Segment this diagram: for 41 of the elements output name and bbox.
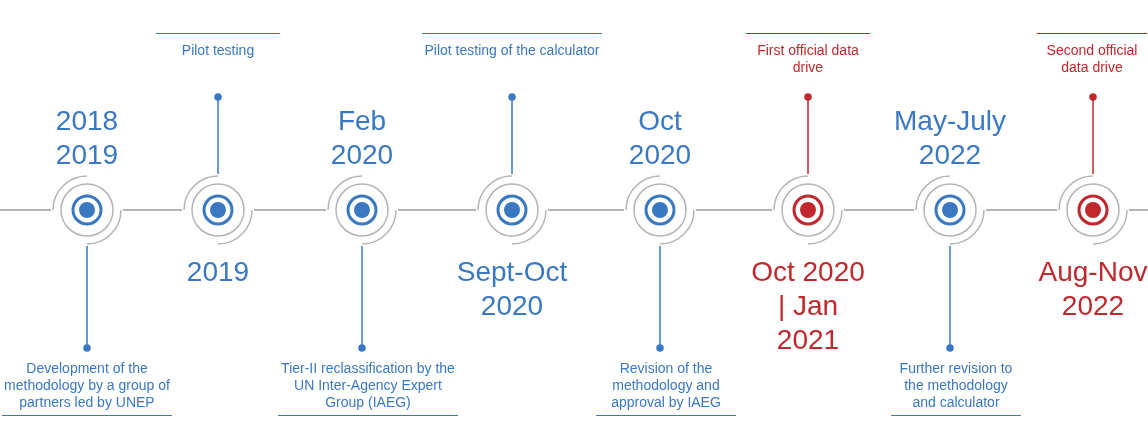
timeline-marker	[914, 174, 986, 246]
leader-line	[1089, 93, 1097, 175]
timeline-marker	[182, 174, 254, 246]
timeline-marker	[624, 174, 696, 246]
milestone-text: Further revision to the methodology and calculator	[891, 348, 1021, 416]
timeline-line	[843, 209, 915, 211]
timeline-line	[547, 209, 625, 211]
timeline-marker	[51, 174, 123, 246]
milestone-text: Development of the methodology by a group of partners led by UNEP	[2, 348, 172, 416]
timeline-line	[253, 209, 327, 211]
timeline-line	[0, 209, 52, 211]
milestone-text: Tier-II reclassification by the UN Inter-Agency Expert Group (IAEG)	[278, 348, 458, 416]
leader-line	[804, 93, 812, 175]
date-label: Oct 2020 | Jan 2021	[750, 255, 866, 357]
date-label: 2019	[185, 255, 251, 289]
timeline-line	[695, 209, 773, 211]
timeline-line	[985, 209, 1058, 211]
milestone-text: Revision of the methodology and approval by IAEG	[596, 348, 736, 416]
timeline-line	[397, 209, 477, 211]
date-label: Aug-Nov 2022	[1037, 255, 1148, 323]
leader-line	[946, 245, 954, 352]
milestone-text: Pilot testing	[156, 33, 280, 97]
date-label: Oct 2020	[627, 104, 693, 172]
leader-line	[508, 93, 516, 175]
date-label: Feb 2020	[329, 104, 395, 172]
date-label: May-July 2022	[893, 104, 1007, 172]
date-label: Sept-Oct 2020	[455, 255, 569, 323]
leader-line	[656, 245, 664, 352]
timeline-line	[1128, 209, 1148, 211]
timeline-line	[122, 209, 183, 211]
leader-line	[214, 93, 222, 175]
milestone-text: Second official data drive	[1037, 33, 1147, 97]
milestone-text: First official data drive	[746, 33, 870, 97]
timeline-marker	[1057, 174, 1129, 246]
date-label: 2018 2019	[54, 104, 120, 172]
leader-line	[83, 245, 91, 352]
timeline-marker	[476, 174, 548, 246]
leader-line	[358, 245, 366, 352]
milestone-text: Pilot testing of the calculator	[422, 33, 602, 97]
timeline-marker	[772, 174, 844, 246]
timeline-marker	[326, 174, 398, 246]
